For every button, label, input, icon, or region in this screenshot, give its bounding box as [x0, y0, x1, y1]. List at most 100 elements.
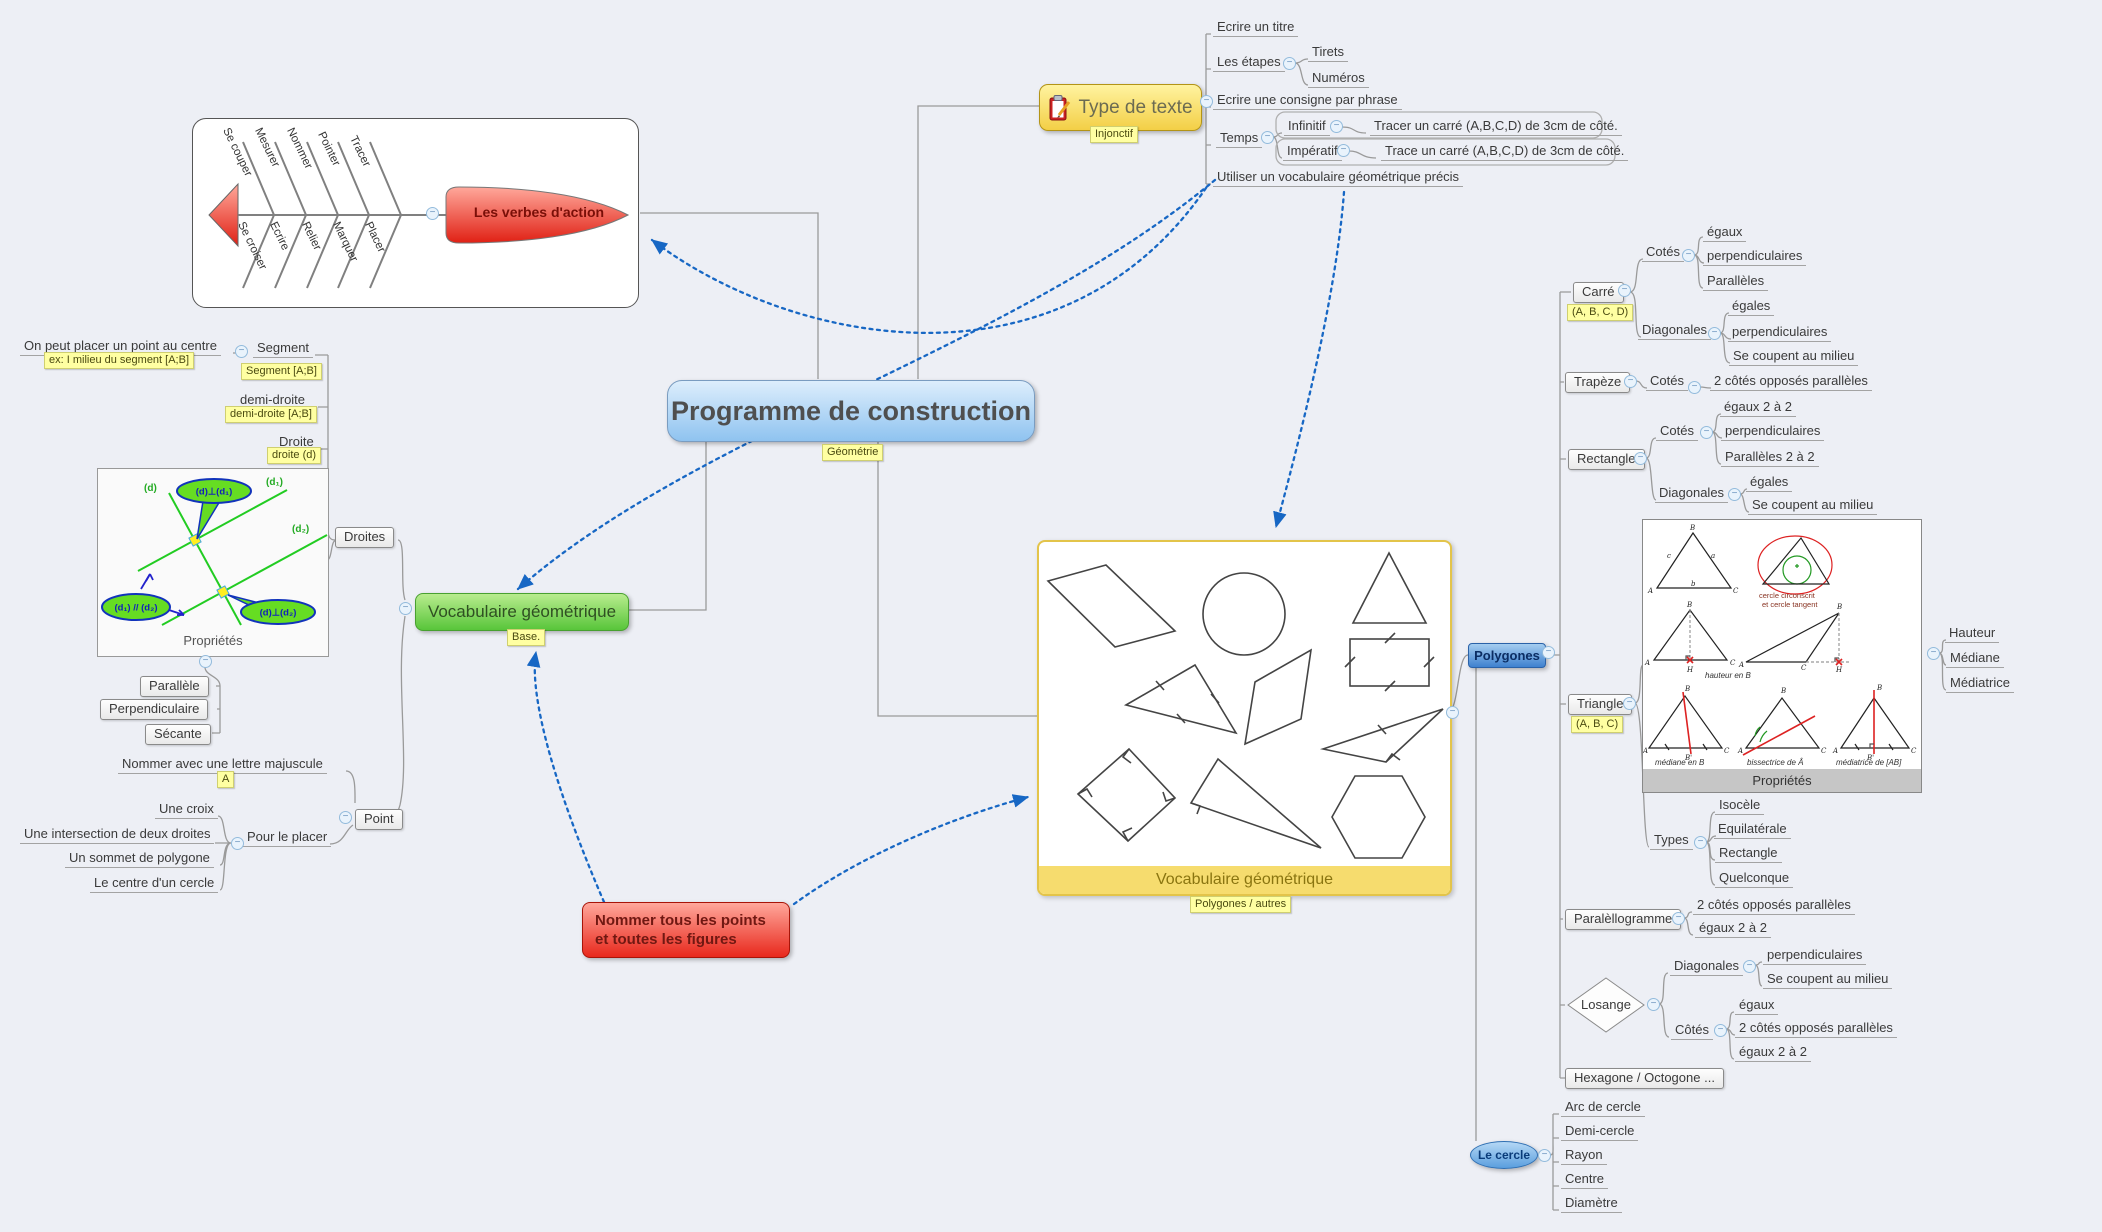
- topic-tirets[interactable]: Tirets: [1308, 44, 1349, 62]
- topic-quelconque[interactable]: Quelconque: [1715, 870, 1794, 888]
- collapse-icon-placer[interactable]: [231, 837, 244, 850]
- collapse-icon-trapeze-cotes[interactable]: [1688, 381, 1701, 394]
- topic-rect-cotes[interactable]: Cotés: [1656, 423, 1698, 441]
- collapse-icon-carre-diag[interactable]: [1708, 327, 1721, 340]
- topic-temps[interactable]: Temps: [1216, 130, 1263, 148]
- collapse-icon-trapeze[interactable]: [1624, 375, 1637, 388]
- verbes-fishbone-panel[interactable]: [192, 118, 639, 308]
- topic-carre-cotes[interactable]: Cotés: [1642, 244, 1684, 262]
- polygones-topic[interactable]: Polygones: [1468, 643, 1546, 668]
- topic-rectangle[interactable]: Rectangle: [1568, 449, 1645, 470]
- collapse-icon-point[interactable]: [339, 811, 352, 824]
- topic-carre-diag-perp[interactable]: perpendiculaires: [1728, 324, 1832, 342]
- topic-sommet-polygone[interactable]: Un sommet de polygone: [65, 850, 214, 868]
- topic-carre-diag-egales[interactable]: égales: [1728, 298, 1775, 316]
- topic-mediane[interactable]: Médiane: [1946, 650, 2004, 668]
- topic-losange-cotes[interactable]: Côtés: [1671, 1022, 1713, 1040]
- topic-centre[interactable]: Centre: [1561, 1171, 1609, 1189]
- topic-infinitif[interactable]: Infinitif: [1284, 118, 1330, 136]
- collapse-icon-rect-cotes[interactable]: [1700, 426, 1713, 439]
- topic-losange-diag-perp[interactable]: perpendiculaires: [1763, 947, 1867, 965]
- topic-equilaterale[interactable]: Equilatérale: [1714, 821, 1791, 839]
- topic-rect-diag-egales[interactable]: égales: [1746, 474, 1793, 492]
- topic-vocabulaire-precis[interactable]: Utiliser un vocabulaire géométrique préc…: [1213, 169, 1464, 187]
- le-cercle-topic[interactable]: Le cercle: [1470, 1141, 1538, 1169]
- topic-perpendiculaire[interactable]: Perpendiculaire: [100, 699, 209, 720]
- topic-losange-cotes-egaux22[interactable]: égaux 2 à 2: [1735, 1044, 1811, 1062]
- collapse-icon-triangle-img[interactable]: [1927, 647, 1940, 660]
- topic-centre-cercle[interactable]: Le centre d'un cercle: [90, 875, 219, 893]
- topic-trapeze-cotes-item[interactable]: 2 côtés opposés parallèles: [1710, 373, 1872, 391]
- topic-types[interactable]: Types: [1650, 832, 1693, 850]
- topic-demi-cercle[interactable]: Demi-cercle: [1561, 1123, 1639, 1141]
- topic-trapeze-cotes[interactable]: Cotés: [1646, 373, 1688, 391]
- topic-carre[interactable]: Carré: [1573, 282, 1624, 303]
- topic-carre-diagonales[interactable]: Diagonales: [1638, 322, 1712, 340]
- collapse-icon-losange-diag[interactable]: [1743, 960, 1756, 973]
- topic-imperatif-exemple[interactable]: Trace un carré (A,B,C,D) de 3cm de côté.: [1381, 143, 1629, 161]
- topic-hauteur[interactable]: Hauteur: [1945, 625, 2000, 643]
- collapse-icon-shapes-box[interactable]: [1446, 706, 1459, 719]
- topic-numeros[interactable]: Numéros: [1308, 70, 1369, 88]
- topic-consigne[interactable]: Ecrire une consigne par phrase: [1213, 92, 1402, 110]
- topic-losange-cotes-opposes[interactable]: 2 côtés opposés parallèles: [1735, 1020, 1897, 1038]
- topic-secante[interactable]: Sécante: [145, 724, 211, 745]
- collapse-icon-infinitif[interactable]: [1330, 120, 1343, 133]
- topic-une-croix[interactable]: Une croix: [155, 801, 218, 819]
- topic-losange-diagonales[interactable]: Diagonales: [1670, 958, 1744, 976]
- topic-parallele[interactable]: Parallèle: [140, 676, 209, 697]
- topic-triangle[interactable]: Triangle: [1568, 694, 1633, 715]
- verbes-title[interactable]: Les verbes d'action: [473, 204, 605, 220]
- topic-carre-cotes-egaux[interactable]: égaux: [1703, 224, 1747, 242]
- topic-imperatif[interactable]: Impératif: [1283, 143, 1342, 161]
- collapse-icon-carre-cotes[interactable]: [1682, 249, 1695, 262]
- topic-rect-diag-milieu[interactable]: Se coupent au milieu: [1748, 497, 1878, 515]
- topic-losange[interactable]: Losange: [1567, 977, 1645, 1033]
- collapse-icon-triangle[interactable]: [1623, 697, 1636, 710]
- topic-point[interactable]: Point: [355, 809, 403, 830]
- collapse-icon-temps[interactable]: [1261, 131, 1274, 144]
- topic-rayon[interactable]: Rayon: [1561, 1147, 1607, 1165]
- topic-infinitif-exemple[interactable]: Tracer un carré (A,B,C,D) de 3cm de côté…: [1370, 118, 1622, 136]
- topic-rect-diagonales[interactable]: Diagonales: [1655, 485, 1729, 503]
- collapse-icon-losange[interactable]: [1647, 998, 1660, 1011]
- topic-hexagone-octogone[interactable]: Hexagone / Octogone ...: [1565, 1068, 1724, 1089]
- topic-paral-egaux22[interactable]: égaux 2 à 2: [1695, 920, 1771, 938]
- root-topic[interactable]: Programme de construction: [667, 380, 1035, 442]
- vocab-geometrique-topic[interactable]: Vocabulaire géométrique: [415, 593, 629, 631]
- collapse-icon-vocab[interactable]: [399, 602, 412, 615]
- topic-diametre[interactable]: Diamètre: [1561, 1195, 1622, 1213]
- topic-losange-cotes-egaux[interactable]: égaux: [1735, 997, 1779, 1015]
- topic-isocele[interactable]: Isocèle: [1715, 797, 1765, 815]
- topic-losange-diag-milieu[interactable]: Se coupent au milieu: [1763, 971, 1893, 989]
- collapse-icon-proprietes[interactable]: [199, 655, 212, 668]
- polygones-image-topic[interactable]: Vocabulaire géométrique: [1037, 540, 1452, 896]
- topic-droites[interactable]: Droites: [335, 527, 395, 548]
- collapse-icon-rectangle[interactable]: [1634, 452, 1647, 465]
- collapse-icon-verbes[interactable]: [426, 207, 439, 220]
- topic-les-etapes[interactable]: Les étapes: [1213, 54, 1285, 72]
- topic-mediatrice[interactable]: Médiatrice: [1946, 675, 2014, 693]
- topic-rect-cotes-egaux22[interactable]: égaux 2 à 2: [1720, 399, 1796, 417]
- type-de-texte-topic[interactable]: Type de texte: [1039, 84, 1202, 131]
- collapse-icon-losange-cotes[interactable]: [1714, 1024, 1727, 1037]
- topic-trapeze[interactable]: Trapèze: [1565, 372, 1631, 393]
- topic-rect-cotes-perp[interactable]: perpendiculaires: [1721, 423, 1825, 441]
- collapse-icon-segment[interactable]: [235, 345, 248, 358]
- collapse-icon-etapes[interactable]: [1283, 57, 1296, 70]
- collapse-icon-imperatif[interactable]: [1337, 144, 1350, 157]
- topic-rect-cotes-paral22[interactable]: Parallèles 2 à 2: [1721, 449, 1819, 467]
- collapse-icon-type-texte[interactable]: [1200, 95, 1213, 108]
- topic-pour-le-placer[interactable]: Pour le placer: [243, 829, 332, 847]
- droites-proprietes-image[interactable]: (d)⊥(d₁) (d₁) // (d₂) (d)⊥(d₂) (d) (d₁) …: [97, 468, 329, 657]
- topic-paral-opposes[interactable]: 2 côtés opposés parallèles: [1693, 897, 1855, 915]
- collapse-icon-carre[interactable]: [1618, 284, 1631, 297]
- collapse-icon-types[interactable]: [1694, 836, 1707, 849]
- topic-rectangle-type[interactable]: Rectangle: [1715, 845, 1782, 863]
- collapse-icon-parallelogramme[interactable]: [1672, 912, 1685, 925]
- topic-parallelogramme[interactable]: Paralèllogramme: [1565, 909, 1682, 930]
- collapse-icon-rect-diag[interactable]: [1728, 488, 1741, 501]
- topic-segment[interactable]: Segment: [253, 340, 314, 358]
- nommer-points-topic[interactable]: Nommer tous les points et toutes les fig…: [582, 902, 790, 958]
